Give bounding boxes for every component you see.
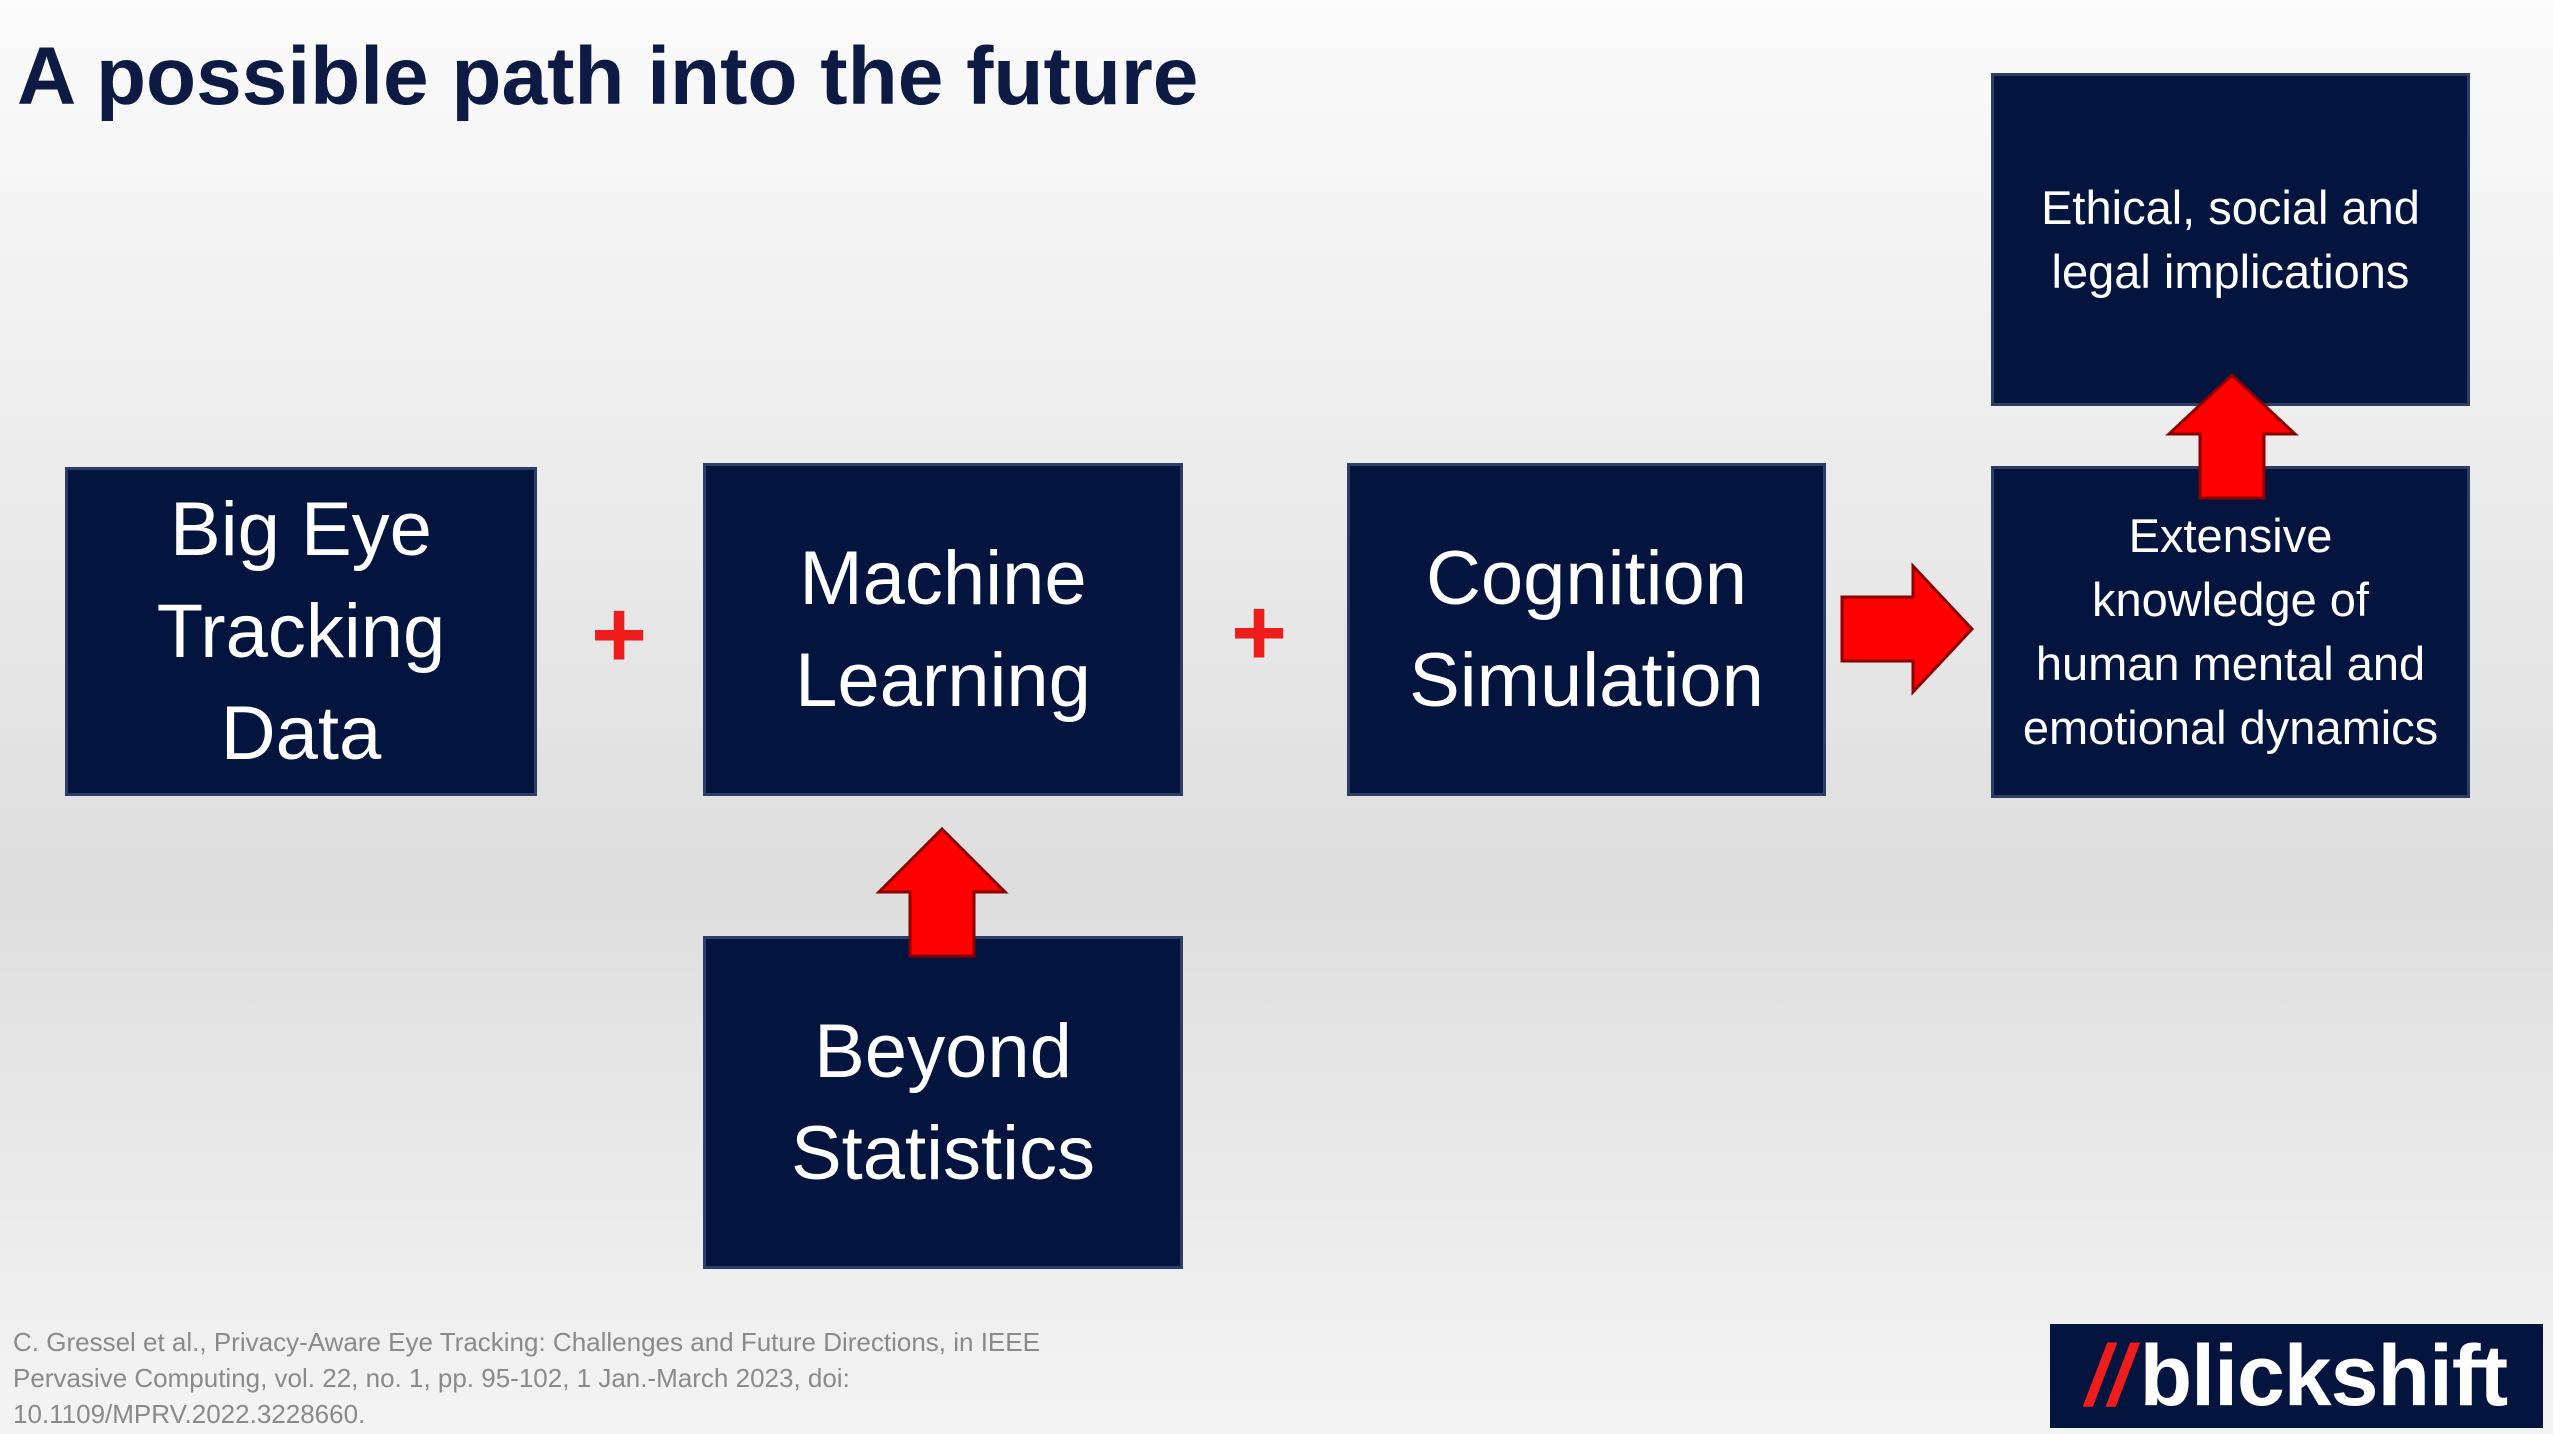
citation-text: C. Gressel et al., Privacy-Aware Eye Tra… <box>13 1327 1040 1429</box>
big-eye-tracking-data-label: Big Eye Tracking Data <box>156 486 446 776</box>
beyond-statistics-label: Beyond Statistics <box>790 1008 1096 1196</box>
machine-learning-box: Machine Learning <box>703 463 1183 796</box>
cognition-simulation-box: Cognition Simulation <box>1347 463 1826 796</box>
plus-sign-2: + <box>1230 579 1288 686</box>
cognition-simulation-label: Cognition Simulation <box>1409 535 1764 723</box>
beyond-statistics-box: Beyond Statistics <box>703 936 1183 1269</box>
ethical-social-legal-box: Ethical, social and legal implications <box>1991 73 2470 406</box>
arrow-up-icon <box>2165 372 2299 500</box>
plus-sign-1: + <box>590 581 648 688</box>
big-eye-tracking-data-box: Big Eye Tracking Data <box>65 467 537 796</box>
logo-slashes: // <box>2085 1328 2133 1424</box>
extensive-knowledge-box: Extensive knowledge of human mental and … <box>1991 466 2470 798</box>
arrow-right-icon <box>1840 562 1975 696</box>
logo-text: blickshift <box>2139 1328 2509 1424</box>
extensive-knowledge-label: Extensive knowledge of human mental and … <box>2022 509 2439 754</box>
arrow-up-icon <box>875 826 1009 958</box>
slide-title: A possible path into the future <box>17 31 1199 122</box>
ethical-social-legal-label: Ethical, social and legal implications <box>2041 180 2420 298</box>
blickshift-logo: // blickshift <box>2050 1324 2543 1428</box>
machine-learning-label: Machine Learning <box>795 535 1091 723</box>
